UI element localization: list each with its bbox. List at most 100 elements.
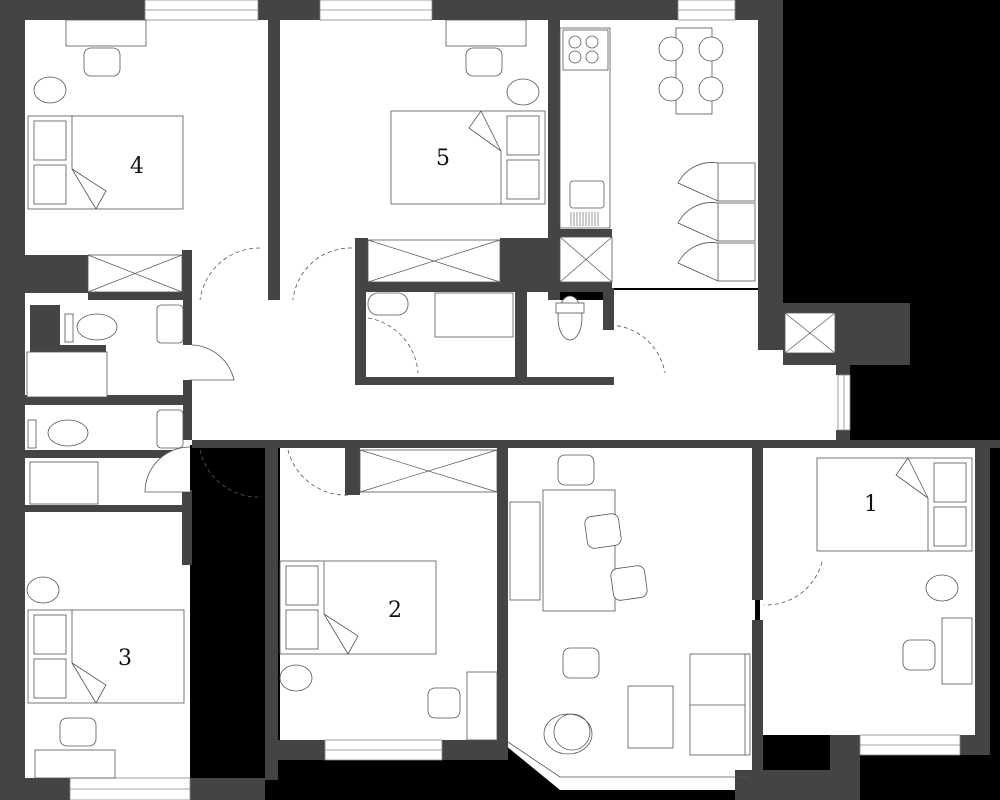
wall [355,292,366,385]
pillow [33,658,67,699]
wall [25,255,88,293]
closet-cross [559,236,613,283]
nightstand [26,576,60,604]
door-swing [763,561,823,606]
wall [500,238,560,290]
cabinet-door-swing [677,242,719,282]
blanket-corner [895,457,929,499]
door-swing [367,317,419,374]
wall [268,20,280,300]
burner [568,50,582,64]
wall [515,292,527,385]
door [144,446,191,493]
pillow [285,609,319,650]
wall [355,282,612,292]
armchair [543,713,593,755]
wall [0,0,145,20]
cabinet [717,202,756,242]
room-label-5: 5 [436,146,450,171]
pillow [33,120,67,161]
room-floor [190,300,612,445]
wall [183,380,192,440]
blanket-corner [71,662,97,704]
burner [568,35,582,49]
chair [610,565,648,601]
wall [88,292,190,300]
pillow [285,565,319,606]
wall [182,490,192,565]
closet-cross [87,254,183,293]
desk [445,19,527,47]
bed [279,560,437,655]
cabinet [717,242,756,282]
wall [752,620,763,770]
angled-corner [505,745,735,800]
wall [0,778,70,800]
closet-cross [784,312,836,354]
wall [432,0,678,20]
blanket-corner [480,110,502,152]
cabinet-door-swing [677,202,719,242]
chair [557,454,595,486]
stool [658,36,684,62]
wall [25,450,190,458]
wall [975,448,990,755]
pillow [506,115,540,156]
wall [355,377,614,385]
chair [427,687,461,719]
blanket-corner [468,110,502,152]
toilet [47,419,89,447]
armchair-seat [553,713,591,751]
desk [34,749,116,779]
wall [735,0,783,20]
wall [183,300,192,345]
wall [192,440,1000,448]
chair [902,639,936,671]
wall [258,0,320,20]
room-label-3: 3 [118,646,132,671]
wall [182,250,192,300]
bay-window-line [507,741,748,778]
nightstand [506,78,540,106]
blanket-corner [323,613,359,655]
nightstand [33,76,67,104]
wall [25,505,190,512]
wall [345,448,360,495]
wall [603,288,614,330]
chair [584,513,622,549]
toilet-tank [555,302,585,314]
blanket-corner [907,457,929,499]
shower-tray [26,351,108,398]
toilet-tank [27,419,37,449]
stool [698,76,724,102]
door [190,344,235,381]
wall [265,448,278,780]
blanket-corner [71,168,107,210]
wall [548,20,560,300]
shower [434,292,514,338]
desk [65,19,147,47]
desk [466,671,498,741]
blanket-corner [323,613,349,655]
pillow [506,159,540,200]
wall [960,735,975,755]
pillow [33,614,67,655]
wall [830,735,860,800]
nightstand [279,664,313,692]
wall [836,363,850,375]
blanket-corner [71,168,97,210]
desk [941,617,973,685]
wall [442,740,508,760]
room-label-2: 2 [388,598,402,623]
bed [390,110,546,205]
washbasin [367,292,409,316]
shower [29,461,99,505]
door-swing [292,247,353,301]
door-swing [287,449,351,496]
pillow [933,462,967,503]
door-swing [609,324,666,374]
sofa [689,653,751,756]
wall [25,395,190,405]
closet-cross [359,449,498,493]
